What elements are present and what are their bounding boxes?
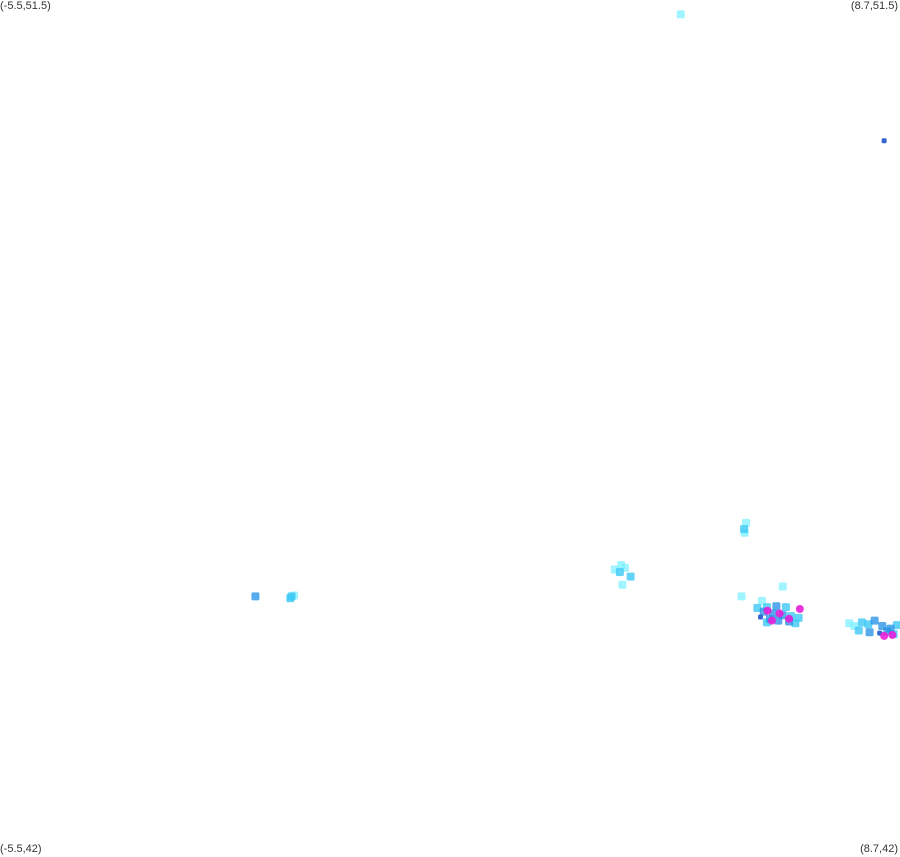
heat-point-low — [778, 582, 787, 591]
heat-point-mid — [781, 603, 790, 612]
heat-point-low — [618, 580, 627, 589]
corner-label-top-right: (8.7,51.5) — [850, 0, 898, 12]
corner-label-bottom-left: (-5.5,42) — [0, 843, 42, 855]
heat-point-mid — [740, 525, 749, 534]
corner-label-bottom-right: (8.7,42) — [860, 843, 898, 855]
heat-point-low — [741, 518, 750, 527]
heat-point-low — [676, 10, 685, 19]
heat-point-mid — [864, 620, 873, 629]
heat-point-mid — [854, 626, 863, 635]
heat-point-hotspot — [775, 609, 784, 618]
heat-point-hotspot — [888, 630, 897, 639]
heat-point-high — [774, 616, 783, 625]
heat-point-mid — [286, 594, 295, 603]
heat-point-hotspot — [767, 616, 776, 625]
heat-point-mid — [615, 568, 624, 577]
heat-point-mid — [857, 618, 866, 627]
heat-point-low — [757, 596, 766, 605]
heat-point-high — [865, 628, 874, 637]
heat-point-mid — [753, 604, 762, 613]
heat-point-low — [737, 592, 746, 601]
heat-point-high — [772, 602, 781, 611]
heat-point-high — [251, 592, 260, 601]
heat-point-hotspot — [880, 631, 889, 640]
heat-point-mid — [791, 619, 800, 628]
heat-point-hotspot — [763, 606, 772, 615]
heat-point-max — [881, 138, 887, 144]
heat-point-high — [870, 616, 879, 625]
heat-point-mid — [626, 572, 635, 581]
corner-label-top-left: (-5.5,51.5) — [0, 0, 51, 12]
heat-point-max — [758, 614, 764, 620]
heat-point-hotspot — [785, 614, 794, 623]
heat-point-mid — [892, 621, 900, 630]
heat-point-hotspot — [795, 604, 804, 613]
